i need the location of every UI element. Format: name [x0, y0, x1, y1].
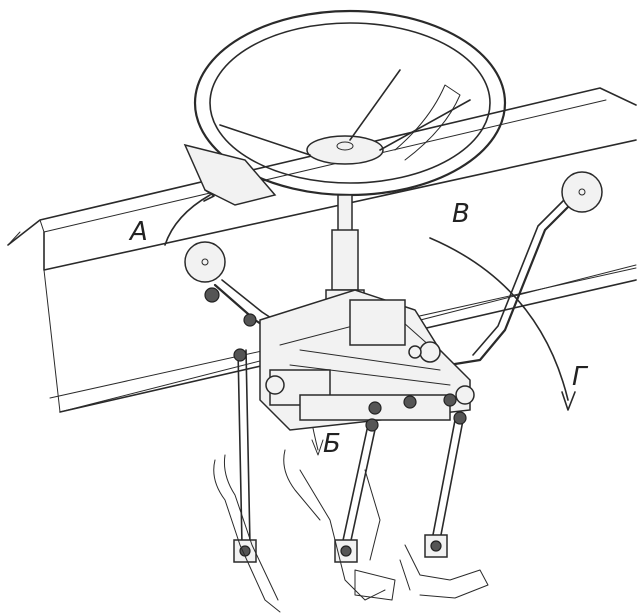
steering-wheel [183, 9, 507, 206]
lower-linkage-center [299, 469, 396, 601]
label-a: А [128, 217, 148, 247]
label-b: Б [323, 429, 341, 459]
control-mechanism-housing [204, 287, 475, 431]
label-g: Г [572, 362, 589, 392]
label-v: В [452, 199, 470, 229]
rotation-arrow-a [164, 189, 215, 246]
control-rod-right [424, 411, 467, 558]
lower-linkage-right [399, 544, 489, 599]
control-rod-left [233, 348, 257, 563]
control-rod-center [334, 418, 379, 563]
rotation-arrow-vg [429, 237, 576, 411]
lower-linkage-left [213, 449, 321, 613]
right-lever [428, 171, 603, 370]
